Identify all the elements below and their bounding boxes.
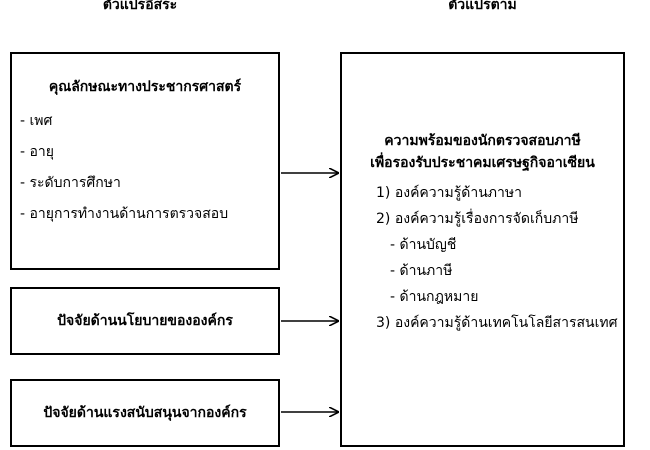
demographics-item: - อายุการทำงานด้านการตรวจสอบ [20,206,229,222]
support-factor-box: ปัจจัยด้านแรงสนับสนุนจากองค์กร [10,379,280,447]
dependent-variable-title: ความพร้อมของนักตรวจสอบภาษี เพื่อรองรับปร… [342,130,623,174]
dependent-subitem: - ด้านภาษี [390,263,453,279]
demographics-box: คุณลักษณะทางประชากรศาสตร์ - เพศ - อายุ -… [10,52,280,270]
dependent-variable-box: ความพร้อมของนักตรวจสอบภาษี เพื่อรองรับปร… [340,52,625,447]
dependent-variable-heading: ตัวแปรตาม [448,0,517,13]
demographics-list: - เพศ - อายุ - ระดับการศึกษา - อายุการทำ… [12,106,278,230]
dependent-title-line-2: เพื่อรองรับประชาคมเศรษฐกิจอาเซียน [370,155,595,171]
dependent-subitem: - ด้านบัญชี [390,237,457,253]
demographics-item: - ระดับการศึกษา [20,175,121,191]
policy-factor-title: ปัจจัยด้านนโยบายขององค์กร [57,313,233,329]
demographics-title: คุณลักษณะทางประชากรศาสตร์ [48,79,242,95]
dependent-subitem: - ด้านกฎหมาย [390,289,479,305]
demographics-item: - เพศ [20,113,53,129]
dependent-items-list: 1) องค์ความรู้ด้านภาษา 2) องค์ความรู้เรื… [342,180,623,336]
support-factor-title: ปัจจัยด้านแรงสนับสนุนจากองค์กร [43,405,247,421]
independent-variables-heading: ตัวแปรอิสระ [102,0,178,13]
dependent-item: 2) องค์ความรู้เรื่องการจัดเก็บภาษี [376,211,579,227]
policy-factor-box: ปัจจัยด้านนโยบายขององค์กร [10,287,280,355]
dependent-item: 3) องค์ความรู้ด้านเทคโนโลยีสารสนเทศ [376,315,618,331]
dependent-item: 1) องค์ความรู้ด้านภาษา [376,185,522,201]
demographics-item: - อายุ [20,144,54,160]
dependent-title-line-1: ความพร้อมของนักตรวจสอบภาษี [384,133,581,149]
